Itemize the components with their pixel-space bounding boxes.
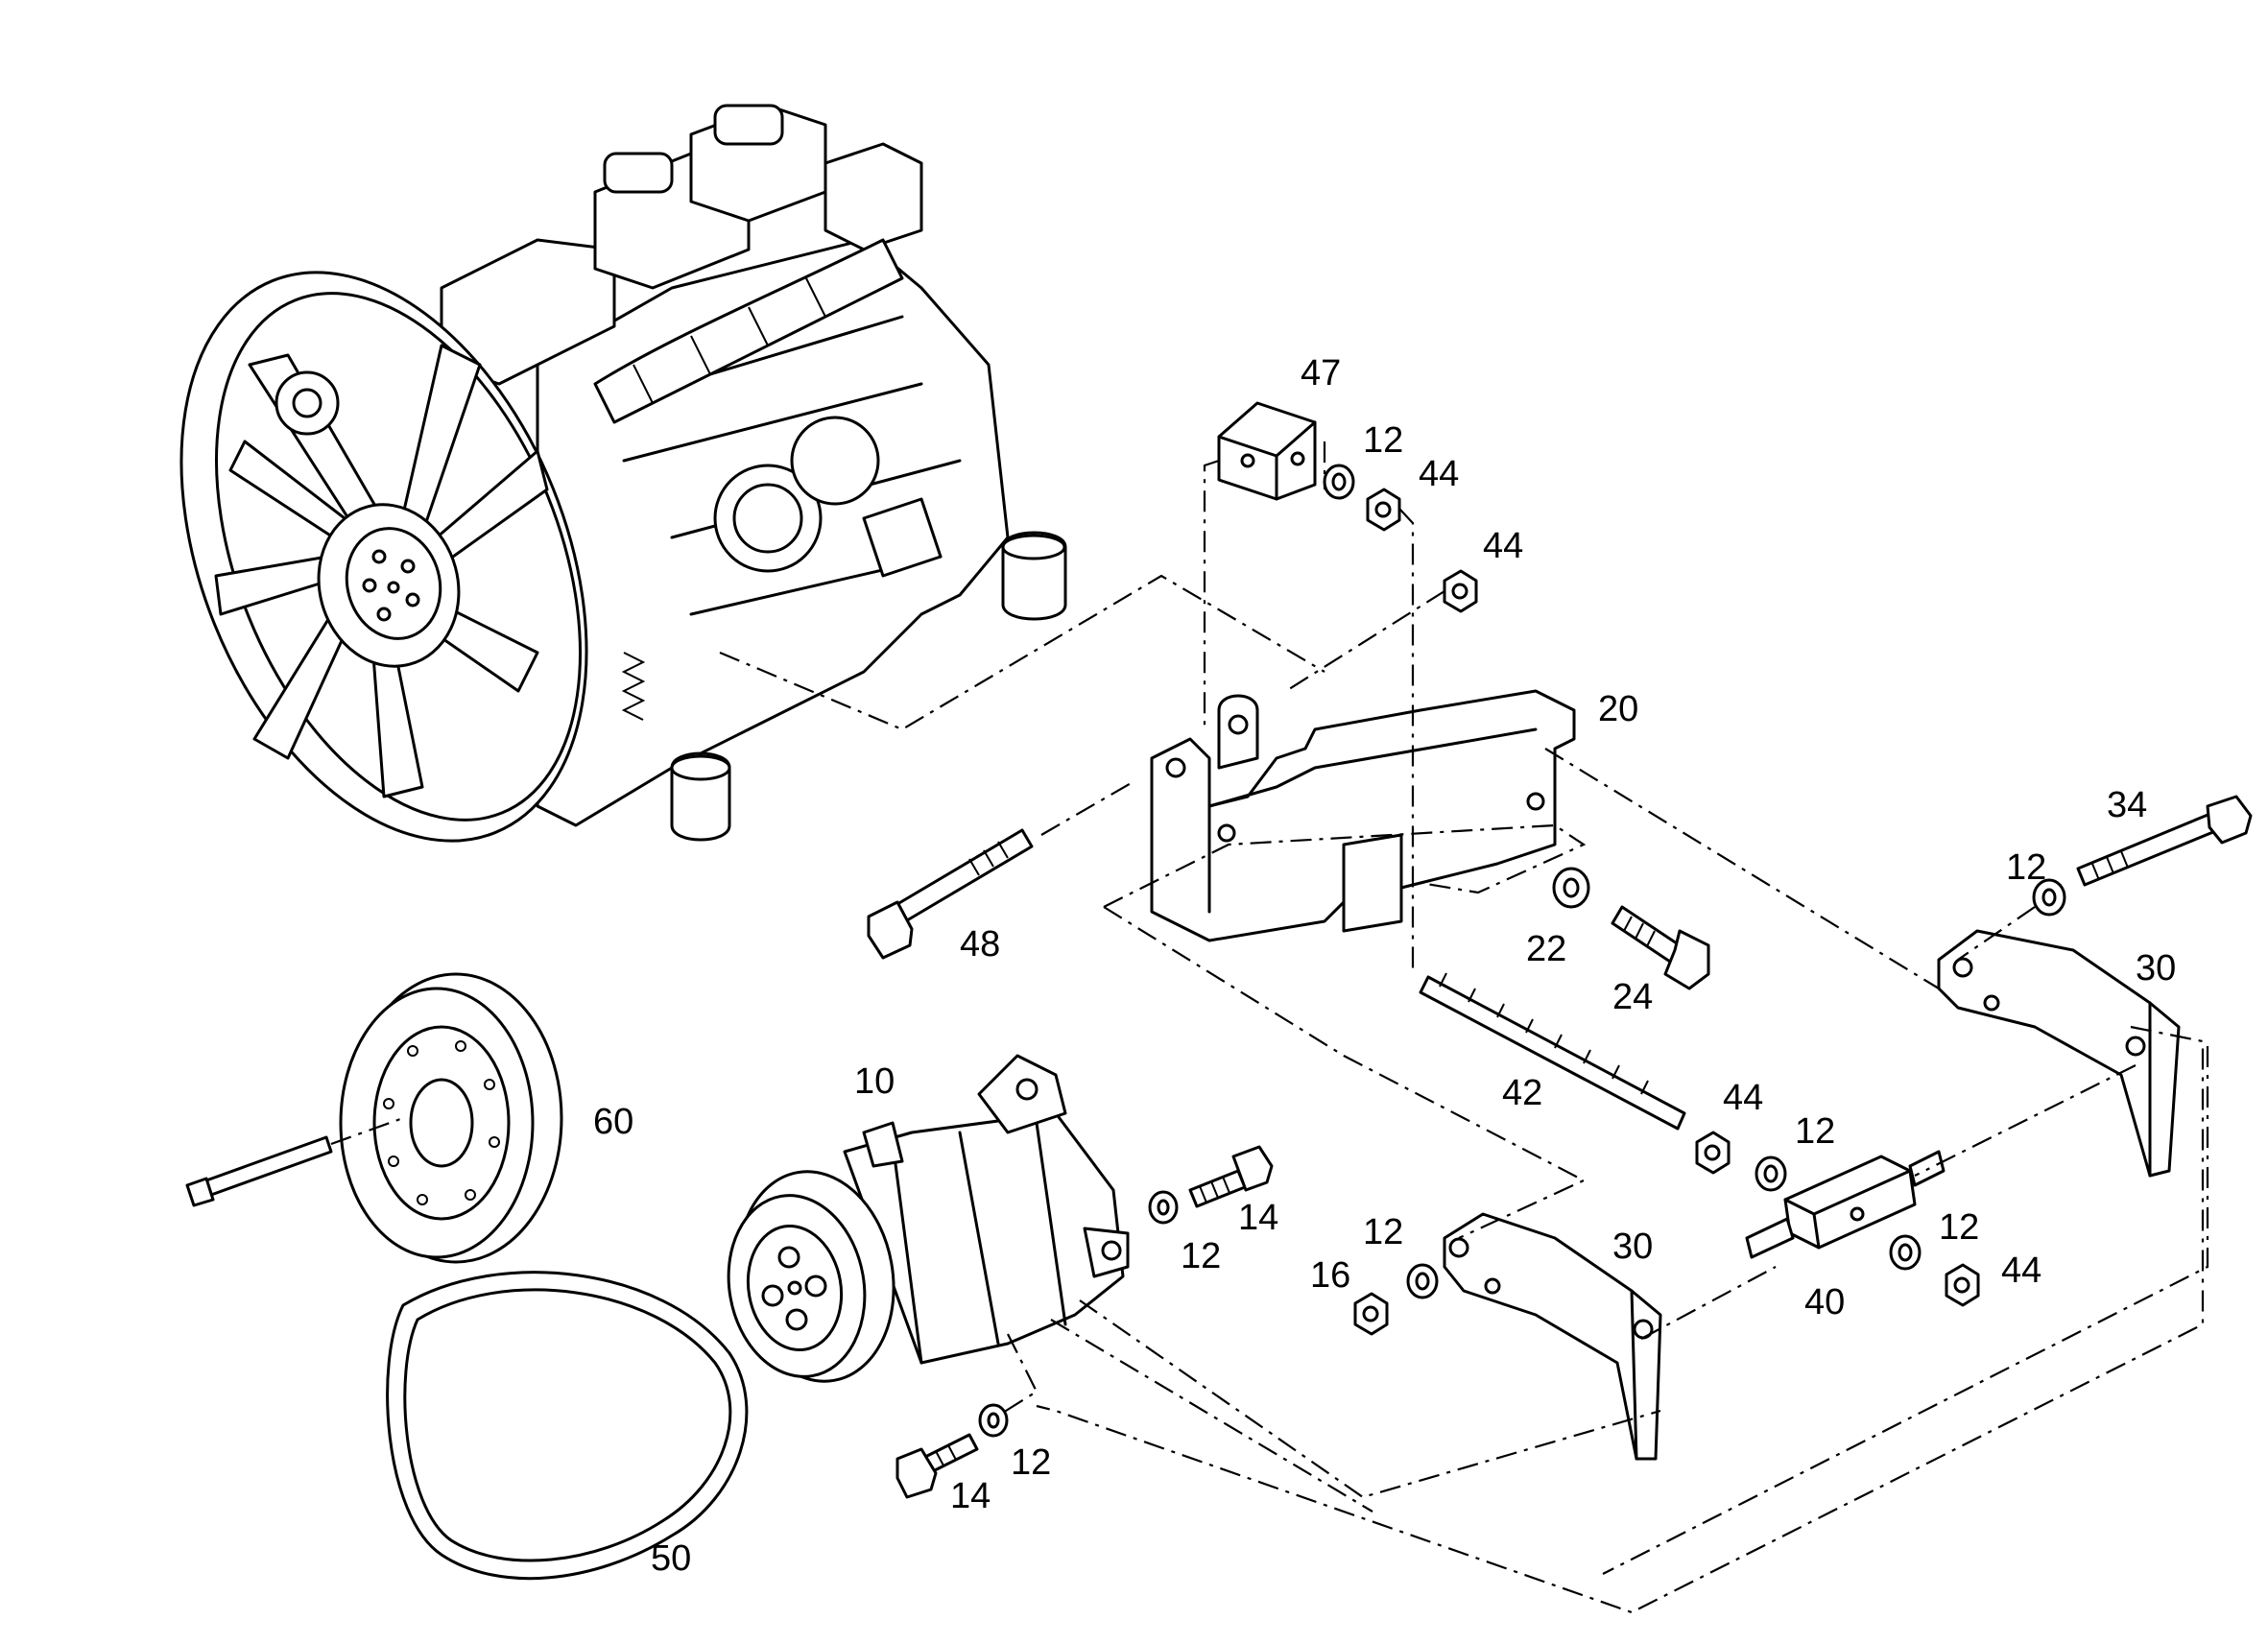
label-12-block: 12	[1363, 420, 1404, 461]
bracket-20	[1150, 689, 1576, 942]
label-12-bolt14-upper: 12	[1181, 1236, 1222, 1276]
bolt-24	[1611, 905, 1710, 990]
pulley-60	[185, 972, 563, 1264]
block-47	[1217, 401, 1317, 501]
nut-44-mid	[1443, 569, 1478, 613]
label-48: 48	[960, 924, 1001, 965]
bolt-14-lower	[895, 1433, 979, 1499]
label-16: 16	[1310, 1255, 1351, 1296]
label-30-upper: 30	[2136, 948, 2177, 989]
label-44-mid: 44	[1483, 526, 1524, 566]
label-60: 60	[593, 1102, 634, 1142]
rod-42	[1419, 972, 1686, 1131]
label-44-right: 44	[2001, 1251, 2042, 1291]
washer-12-34	[2032, 878, 2066, 917]
bolt-34	[2076, 795, 2253, 887]
washer-12-bolt14-upper	[1148, 1190, 1179, 1225]
label-12-near-40: 12	[1795, 1111, 1836, 1152]
label-22: 22	[1526, 929, 1567, 969]
label-44-rod: 44	[1723, 1078, 1764, 1118]
spacer-40	[1745, 1150, 1946, 1259]
washer-12-bolt14-lower	[978, 1403, 1009, 1438]
nut-44-right	[1945, 1263, 1980, 1307]
label-44-block: 44	[1419, 454, 1460, 494]
washer-22	[1552, 867, 1590, 909]
belt-50	[386, 1271, 749, 1581]
label-10: 10	[854, 1061, 895, 1102]
label-14-lower: 14	[950, 1476, 991, 1516]
label-30-lower: 30	[1612, 1227, 1654, 1267]
label-14-upper: 14	[1238, 1198, 1279, 1238]
label-20: 20	[1598, 689, 1639, 729]
washer-12-lower	[1406, 1263, 1439, 1299]
label-50: 50	[651, 1538, 692, 1579]
compressor-10	[727, 1054, 1130, 1383]
label-24: 24	[1612, 977, 1654, 1017]
label-47: 47	[1301, 353, 1342, 393]
label-12-bolt14-lower: 12	[1011, 1442, 1052, 1483]
engine-assembly	[179, 104, 1067, 843]
nut-44-top	[1366, 488, 1401, 532]
label-12-bolt34: 12	[2006, 847, 2047, 888]
bolt-48	[867, 828, 1034, 960]
label-42: 42	[1502, 1073, 1543, 1113]
nut-16	[1353, 1292, 1389, 1336]
nut-44-rod	[1695, 1131, 1731, 1175]
label-12-lower: 12	[1363, 1212, 1404, 1252]
washer-12-right	[1889, 1234, 1922, 1271]
bolt-14-upper	[1188, 1145, 1274, 1208]
label-40: 40	[1804, 1282, 1846, 1322]
washer-12-top	[1323, 464, 1355, 500]
label-34: 34	[2107, 785, 2148, 825]
washer-12-near-40	[1755, 1156, 1787, 1192]
label-12-right-of-40: 12	[1939, 1207, 1980, 1248]
assembly-lines	[719, 441, 2209, 1614]
